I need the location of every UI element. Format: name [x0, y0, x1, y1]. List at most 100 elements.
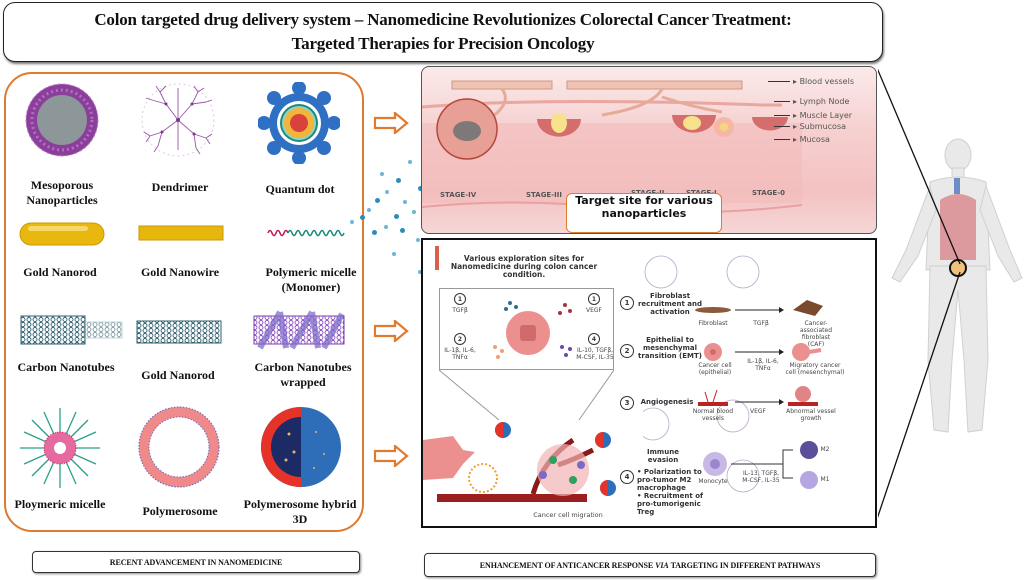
step-number-4: 4 — [620, 470, 634, 484]
step-3-to: Abnormal vessel growth — [786, 408, 836, 422]
step-3-mediator: VEGF — [750, 408, 766, 415]
nanoparticle-dot — [403, 200, 407, 204]
colon-tissue-illustration — [422, 80, 803, 214]
inset-number: 4 — [588, 333, 600, 345]
nanoparticle-dot — [394, 214, 399, 219]
nanoparticle-dot — [392, 252, 396, 256]
step-title-2: Epithelial to mesenchymal transition (EM… — [638, 336, 702, 360]
layer-label-submucosa: ▸ Submucosa — [774, 122, 846, 131]
step-4-from: Monocyte — [698, 478, 728, 485]
inset-number: 1 — [588, 293, 600, 305]
nanoparticle-dot — [408, 160, 412, 164]
nanoparticle-dot — [385, 190, 389, 194]
np-label-polymerosome: Polymerosome — [142, 504, 218, 518]
arrow-right-icon — [373, 112, 409, 134]
wrapped-nanotube-icon — [253, 310, 345, 350]
nanoparticle-dot — [375, 198, 380, 203]
quantum-dot-icon — [258, 82, 340, 164]
np-label-polymeric-micelle: Ploymeric micelle — [14, 497, 106, 511]
step-4-bullet-2: • Recruitment of pro-tumorigenic Treg — [637, 492, 704, 516]
nanoparticle-dot — [367, 208, 371, 212]
title-box: Colon targeted drug delivery system – Na… — [3, 2, 883, 62]
nanoparticle-dot — [418, 186, 423, 191]
layer-label-muscle: ▸ Muscle Layer — [774, 111, 852, 120]
caption-right: ENHANCEMENT OF ANTICANCER RESPONSE VIA T… — [424, 553, 876, 577]
np-label-polymerosome-hybrid: Polymerosome hybrid 3D — [243, 497, 357, 526]
polymerosome-hybrid-icon — [261, 407, 341, 487]
arrow-right-icon — [373, 320, 409, 342]
nanoparticle-dot — [372, 230, 377, 235]
gold-nanorod-lattice-icon — [136, 320, 222, 344]
target-site-label: Target site for various nanoparticles — [566, 193, 722, 233]
nanoparticle-dot — [396, 178, 401, 183]
inset-label: VEGF — [586, 307, 602, 314]
pathway-illustrations — [643, 255, 823, 493]
step-title-4: Immune evasion — [647, 448, 679, 464]
np-label-gold-nanorod: Gold Nanorod — [23, 265, 97, 279]
step-number-3: 3 — [620, 396, 634, 410]
gold-nanorod-icon — [19, 222, 105, 246]
inset-number: 2 — [454, 333, 466, 345]
dendrimer-icon — [141, 83, 215, 157]
step-4-to-m2: M2 — [820, 446, 830, 453]
arrow-right-icon — [373, 445, 409, 467]
stage-label-0: STAGE-0 — [752, 189, 785, 197]
np-label-wrapped-nanotubes: Carbon Nanotubes wrapped — [254, 360, 352, 389]
step-number-2: 2 — [620, 344, 634, 358]
nanoparticle-dot — [360, 215, 365, 220]
inset-label: IL-1β, IL-6, TNFα — [444, 347, 476, 361]
np-label-gold-nanorod-2: Gold Nanorod — [141, 368, 215, 382]
inset-label: TGFβ — [452, 307, 468, 314]
nanoparticle-dot — [350, 220, 354, 224]
human-body-illustration — [878, 68, 1023, 519]
carbon-nanotube-icon — [20, 315, 123, 345]
accent-bar — [435, 246, 439, 270]
step-1-mediator: TGFβ — [753, 320, 769, 327]
mesoporous-nanoparticle-icon — [25, 83, 99, 157]
migration-label: Cancer cell migration — [533, 511, 603, 519]
np-label-carbon-nanotubes: Carbon Nanotubes — [17, 360, 115, 374]
np-label-gold-nanowire: Gold Nanowire — [140, 265, 220, 279]
layer-label-mucosa: ▸ Mucosa — [774, 135, 830, 144]
nanoparticle-dot — [380, 172, 384, 176]
layer-label-blood-vessels: ▸ Blood vessels — [768, 77, 854, 86]
nanoparticle-dot — [400, 228, 405, 233]
micelle-monomer-icon — [267, 229, 345, 237]
inset-label: IL-10, TGFβ, M-CSF, IL-35 — [576, 347, 614, 361]
inset-number: 1 — [454, 293, 466, 305]
step-3-from: Normal blood vessels — [692, 408, 734, 422]
step-4-to-m1: M1 — [820, 476, 830, 483]
nanoparticle-dot — [384, 225, 388, 229]
step-1-to: Cancer-associated fibroblast (CAF) — [799, 320, 833, 348]
pathway-panel: Various exploration sites for Nanomedici… — [421, 238, 877, 528]
np-label-micelle-monomer: Polymeric micelle (Monomer) — [265, 265, 357, 294]
pathway-heading: Various exploration sites for Nanomedici… — [450, 254, 598, 279]
zoom-trapezoid — [439, 370, 614, 421]
step-2-from: Cancer cell (epithelial) — [698, 362, 732, 376]
title-line-1: Colon targeted drug delivery system – Na… — [94, 10, 792, 29]
tumor-inset: 1 TGFβ 1 VEGF 2 IL-1β, IL-6, TNFα 4 IL-1… — [439, 288, 614, 370]
polymeric-micelle-icon — [20, 408, 100, 488]
nanoparticle-dot — [418, 270, 422, 274]
caption-left: RECENT ADVANCEMENT IN NANOMEDICINE — [32, 551, 360, 573]
step-4-bullet-1: • Polarization to pro-tumor M2 macrophag… — [637, 468, 702, 492]
step-title-3: Angiogenesis — [640, 398, 694, 406]
step-2-mediator: IL-1β, IL-6, TNFα — [747, 358, 779, 372]
stage-label-iv: STAGE-IV — [440, 191, 477, 199]
np-label-quantum-dot: Quantum dot — [265, 182, 335, 196]
step-4-mediator: IL-13, TGFβ, M-CSF, IL-35 — [742, 470, 780, 484]
stage-label-iii: STAGE-III — [526, 191, 562, 199]
step-2-to: Migratory cancer cell (mesenchymal) — [785, 362, 845, 376]
polymerosome-icon — [138, 406, 220, 488]
step-1-from: Fibroblast — [698, 320, 728, 327]
tumor-microenvironment-illustration — [423, 422, 616, 502]
tumor-cell-illustration — [493, 301, 572, 359]
nanoparticle-dot — [412, 210, 416, 214]
layer-label-lymph-node: ▸ Lymph Node — [774, 97, 849, 106]
np-label-dendrimer: Dendrimer — [151, 180, 209, 194]
gold-nanowire-icon — [138, 225, 224, 241]
np-label-mesoporous: Mesoporous Nanoparticles — [26, 178, 98, 207]
nanoparticle-dot — [416, 238, 420, 242]
title-line-2: Targeted Therapies for Precision Oncolog… — [291, 34, 595, 53]
step-number-1: 1 — [620, 296, 634, 310]
